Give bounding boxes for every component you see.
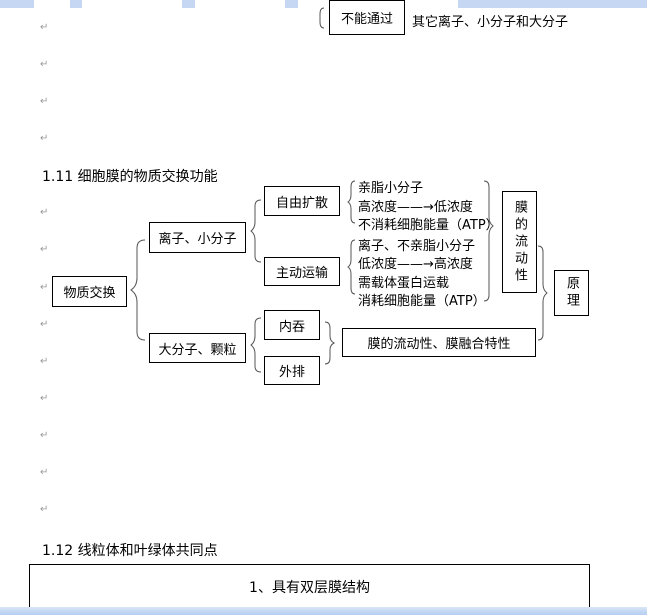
brace (250, 317, 262, 373)
membrane-fluidity-box: 膜的流动性 (502, 191, 537, 293)
paragraph-mark: ↵ (40, 244, 49, 255)
paragraph-mark: ↵ (40, 59, 49, 70)
active-line: 消耗细胞能量（ATP） (358, 294, 486, 309)
brace (483, 180, 494, 302)
cannot-pass-box: 不能通过 (329, 0, 405, 35)
active-transport-box: 主动运输 (264, 257, 340, 286)
paragraph-mark: ↵ (40, 207, 49, 218)
paragraph-mark: ↵ (40, 504, 49, 515)
brace (347, 180, 356, 224)
paragraph-mark: ↵ (40, 430, 49, 441)
brace (324, 321, 336, 365)
paragraph-mark: ↵ (40, 393, 49, 404)
brace (130, 239, 146, 341)
other-molecules-text: 其它离子、小分子和大分子 (412, 15, 569, 30)
paragraph-mark: ↵ (40, 356, 49, 367)
brace (250, 199, 262, 263)
active-line: 离子、不亲脂小分子 (358, 239, 476, 254)
exocytosis-box: 外排 (264, 356, 320, 385)
box-label: 物质交换 (63, 286, 116, 301)
paragraph-mark: ↵ (40, 22, 49, 33)
box-label: 自由扩散 (275, 195, 328, 211)
paragraph-mark: ↵ (40, 133, 49, 144)
large-molecules-box: 大分子、颗粒 (149, 333, 246, 363)
free-line: 不消耗细胞能量（ATP） (358, 218, 499, 233)
box-label: 膜的流动性、膜融合特性 (367, 337, 511, 352)
scrollbar[interactable] (0, 607, 647, 615)
brace (537, 245, 548, 341)
box-label: 主动运输 (275, 266, 328, 281)
paragraph-mark: ↵ (40, 319, 49, 330)
box-label: 膜的流动性 (512, 199, 527, 285)
endocytosis-box: 内吞 (264, 310, 320, 340)
paragraph-mark: ↵ (40, 467, 49, 478)
section-heading-1-11: 1.11 细胞膜的物质交换功能 (42, 169, 218, 185)
free-line: 亲脂小分子 (358, 181, 424, 196)
brace (347, 239, 356, 295)
common-points-table: 1、具有双层膜结构 (29, 564, 590, 614)
small-molecules-box: 离子、小分子 (149, 222, 246, 253)
active-line: 需载体蛋白运载 (358, 276, 450, 291)
box-label: 内吞 (278, 319, 305, 335)
paragraph-mark: ↵ (40, 96, 49, 107)
paragraph-mark: ↵ (40, 282, 49, 293)
fusion-property-box: 膜的流动性、膜融合特性 (342, 328, 536, 357)
box-label: 大分子、颗粒 (158, 342, 237, 358)
table-cell: 1、具有双层膜结构 (249, 580, 370, 596)
section-heading-1-12: 1.12 线粒体和叶绿体共同点 (42, 543, 218, 559)
box-label: 原理 (564, 276, 579, 310)
box-label: 离子、小分子 (158, 232, 237, 247)
material-exchange-box: 物质交换 (52, 276, 127, 307)
active-line: 低浓度——→高浓度 (358, 257, 473, 272)
box-label: 不能通过 (340, 12, 393, 27)
box-label: 外排 (278, 365, 305, 380)
free-diffusion-box: 自由扩散 (264, 186, 340, 216)
brace (319, 7, 325, 29)
principle-box: 原理 (554, 270, 589, 316)
free-line: 高浓度——→低浓度 (358, 200, 473, 215)
